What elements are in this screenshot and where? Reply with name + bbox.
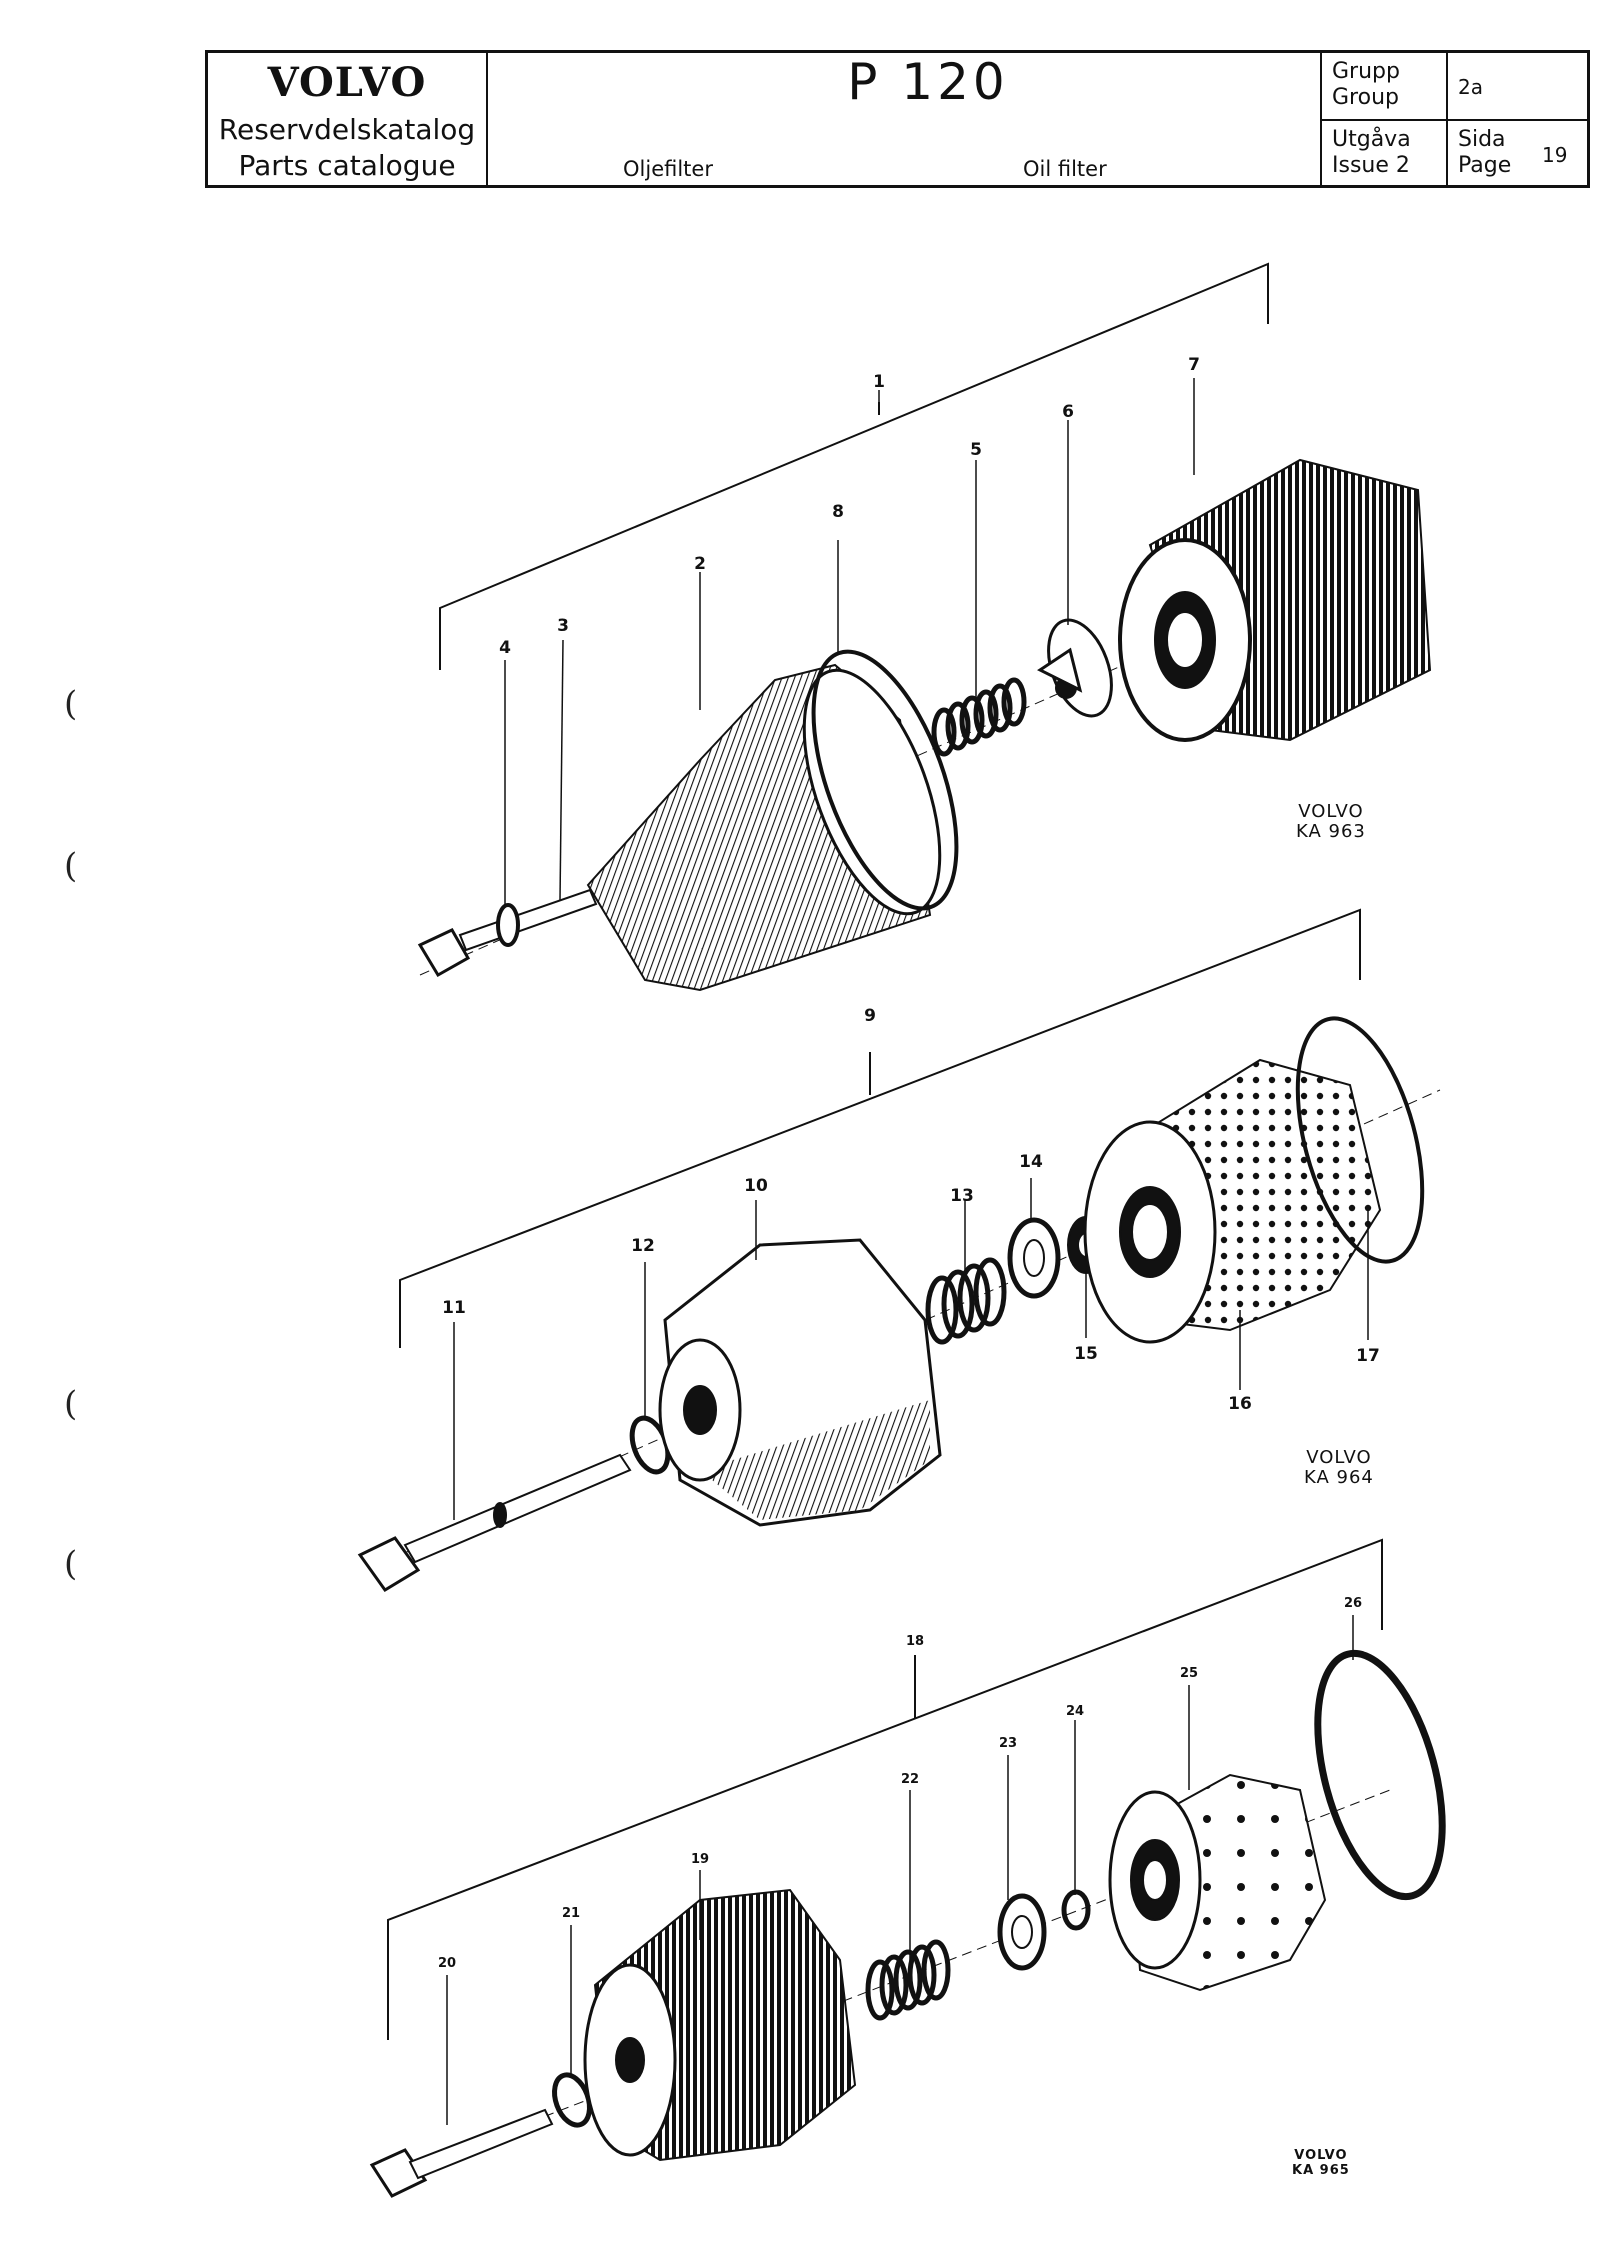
figure-reference: VOLVO KA 963 <box>1296 802 1366 842</box>
section-title-en: Oil filter <box>1023 157 1107 181</box>
seal-ring <box>811 649 959 911</box>
callout-5: 5 <box>970 440 982 460</box>
callout-22: 22 <box>900 1772 920 1787</box>
spring <box>925 1257 1007 1345</box>
callout-2: 2 <box>694 554 706 574</box>
callout-14: 14 <box>1019 1152 1043 1172</box>
reference-brand: VOLVO <box>1306 1447 1372 1468</box>
callout-25: 25 <box>1179 1666 1199 1681</box>
reference-code: KA 964 <box>1304 1467 1374 1488</box>
small-ring <box>1061 1889 1091 1931</box>
catalogue-title-en: Parts catalogue <box>238 149 456 182</box>
group-label-en: Group <box>1332 85 1399 110</box>
figure-ka963 <box>417 262 1432 992</box>
header-divider <box>1320 119 1587 121</box>
figure-reference: VOLVO KA 964 <box>1304 1448 1374 1488</box>
valve-cup <box>1007 1217 1061 1299</box>
filter-element <box>1118 458 1432 742</box>
valve-cup <box>997 1893 1047 1971</box>
callout-16: 16 <box>1228 1394 1252 1414</box>
callout-18: 18 <box>905 1634 925 1649</box>
callout-10: 10 <box>744 1176 768 1196</box>
figure-reference: VOLVO KA 965 <box>1292 2148 1350 2178</box>
bolt <box>357 1453 632 1593</box>
issue-label-sv: Utgåva <box>1332 127 1411 152</box>
callout-9: 9 <box>864 1006 876 1026</box>
callout-6: 6 <box>1062 402 1074 422</box>
callout-3: 3 <box>557 616 569 636</box>
callout-21: 21 <box>561 1906 581 1921</box>
callout-20: 20 <box>437 1956 457 1971</box>
group-label-sv: Grupp <box>1332 59 1400 84</box>
bolt <box>369 2108 554 2198</box>
catalogue-header: VOLVO Reservdelskatalog Parts catalogue … <box>205 50 1590 188</box>
filter-element <box>1108 1773 1327 1992</box>
binding-mark: ( <box>64 1384 78 1424</box>
callout-11: 11 <box>442 1298 466 1318</box>
page-value: 19 <box>1542 143 1568 167</box>
figure-ka964 <box>357 908 1441 1593</box>
callout-15: 15 <box>1074 1344 1098 1364</box>
callout-13: 13 <box>950 1186 974 1206</box>
binding-mark: ( <box>64 684 78 724</box>
assembly-bracket <box>399 908 1361 1348</box>
reference-code: KA 963 <box>1296 821 1366 842</box>
callout-4: 4 <box>499 638 511 658</box>
filter-housing <box>586 663 942 992</box>
callout-7: 7 <box>1188 355 1200 375</box>
callout-17: 17 <box>1356 1346 1380 1366</box>
filter-element <box>1083 1058 1382 1344</box>
callout-19: 19 <box>690 1852 710 1867</box>
callout-24: 24 <box>1065 1704 1085 1719</box>
page-label-en: Page <box>1458 153 1512 178</box>
binding-mark: ( <box>64 1544 78 1584</box>
valve <box>1037 618 1113 718</box>
brand-logo: VOLVO <box>267 59 427 106</box>
header-divider <box>486 53 488 185</box>
filter-housing <box>658 1238 942 1527</box>
assembly-bracket <box>387 1538 1383 2040</box>
bolt <box>417 888 598 978</box>
binding-mark: ( <box>64 846 78 886</box>
seal-ring <box>1295 1016 1425 1264</box>
seal-ring <box>1314 1649 1446 1901</box>
figure-ka965 <box>369 1538 1446 2198</box>
model-title: P 120 <box>847 53 1009 111</box>
reference-brand: VOLVO <box>1298 801 1364 822</box>
washer <box>496 903 520 947</box>
spring <box>865 1939 951 2021</box>
callout-8: 8 <box>832 502 844 522</box>
assembly-bracket <box>439 262 1269 670</box>
reference-code: KA 965 <box>1292 2163 1350 2178</box>
filter-housing <box>583 1888 857 2162</box>
callout-12: 12 <box>631 1236 655 1256</box>
spring <box>931 677 1027 757</box>
callout-26: 26 <box>1343 1596 1363 1611</box>
callout-23: 23 <box>998 1736 1018 1751</box>
reference-brand: VOLVO <box>1294 2148 1348 2163</box>
group-value: 2a <box>1458 75 1483 99</box>
catalogue-title-sv: Reservdelskatalog <box>218 113 476 146</box>
leader-lines <box>446 378 1369 2125</box>
page-label-sv: Sida <box>1458 127 1506 152</box>
callout-1: 1 <box>873 372 885 392</box>
section-title-sv: Oljefilter <box>623 157 713 181</box>
issue-label-en: Issue 2 <box>1332 153 1410 178</box>
